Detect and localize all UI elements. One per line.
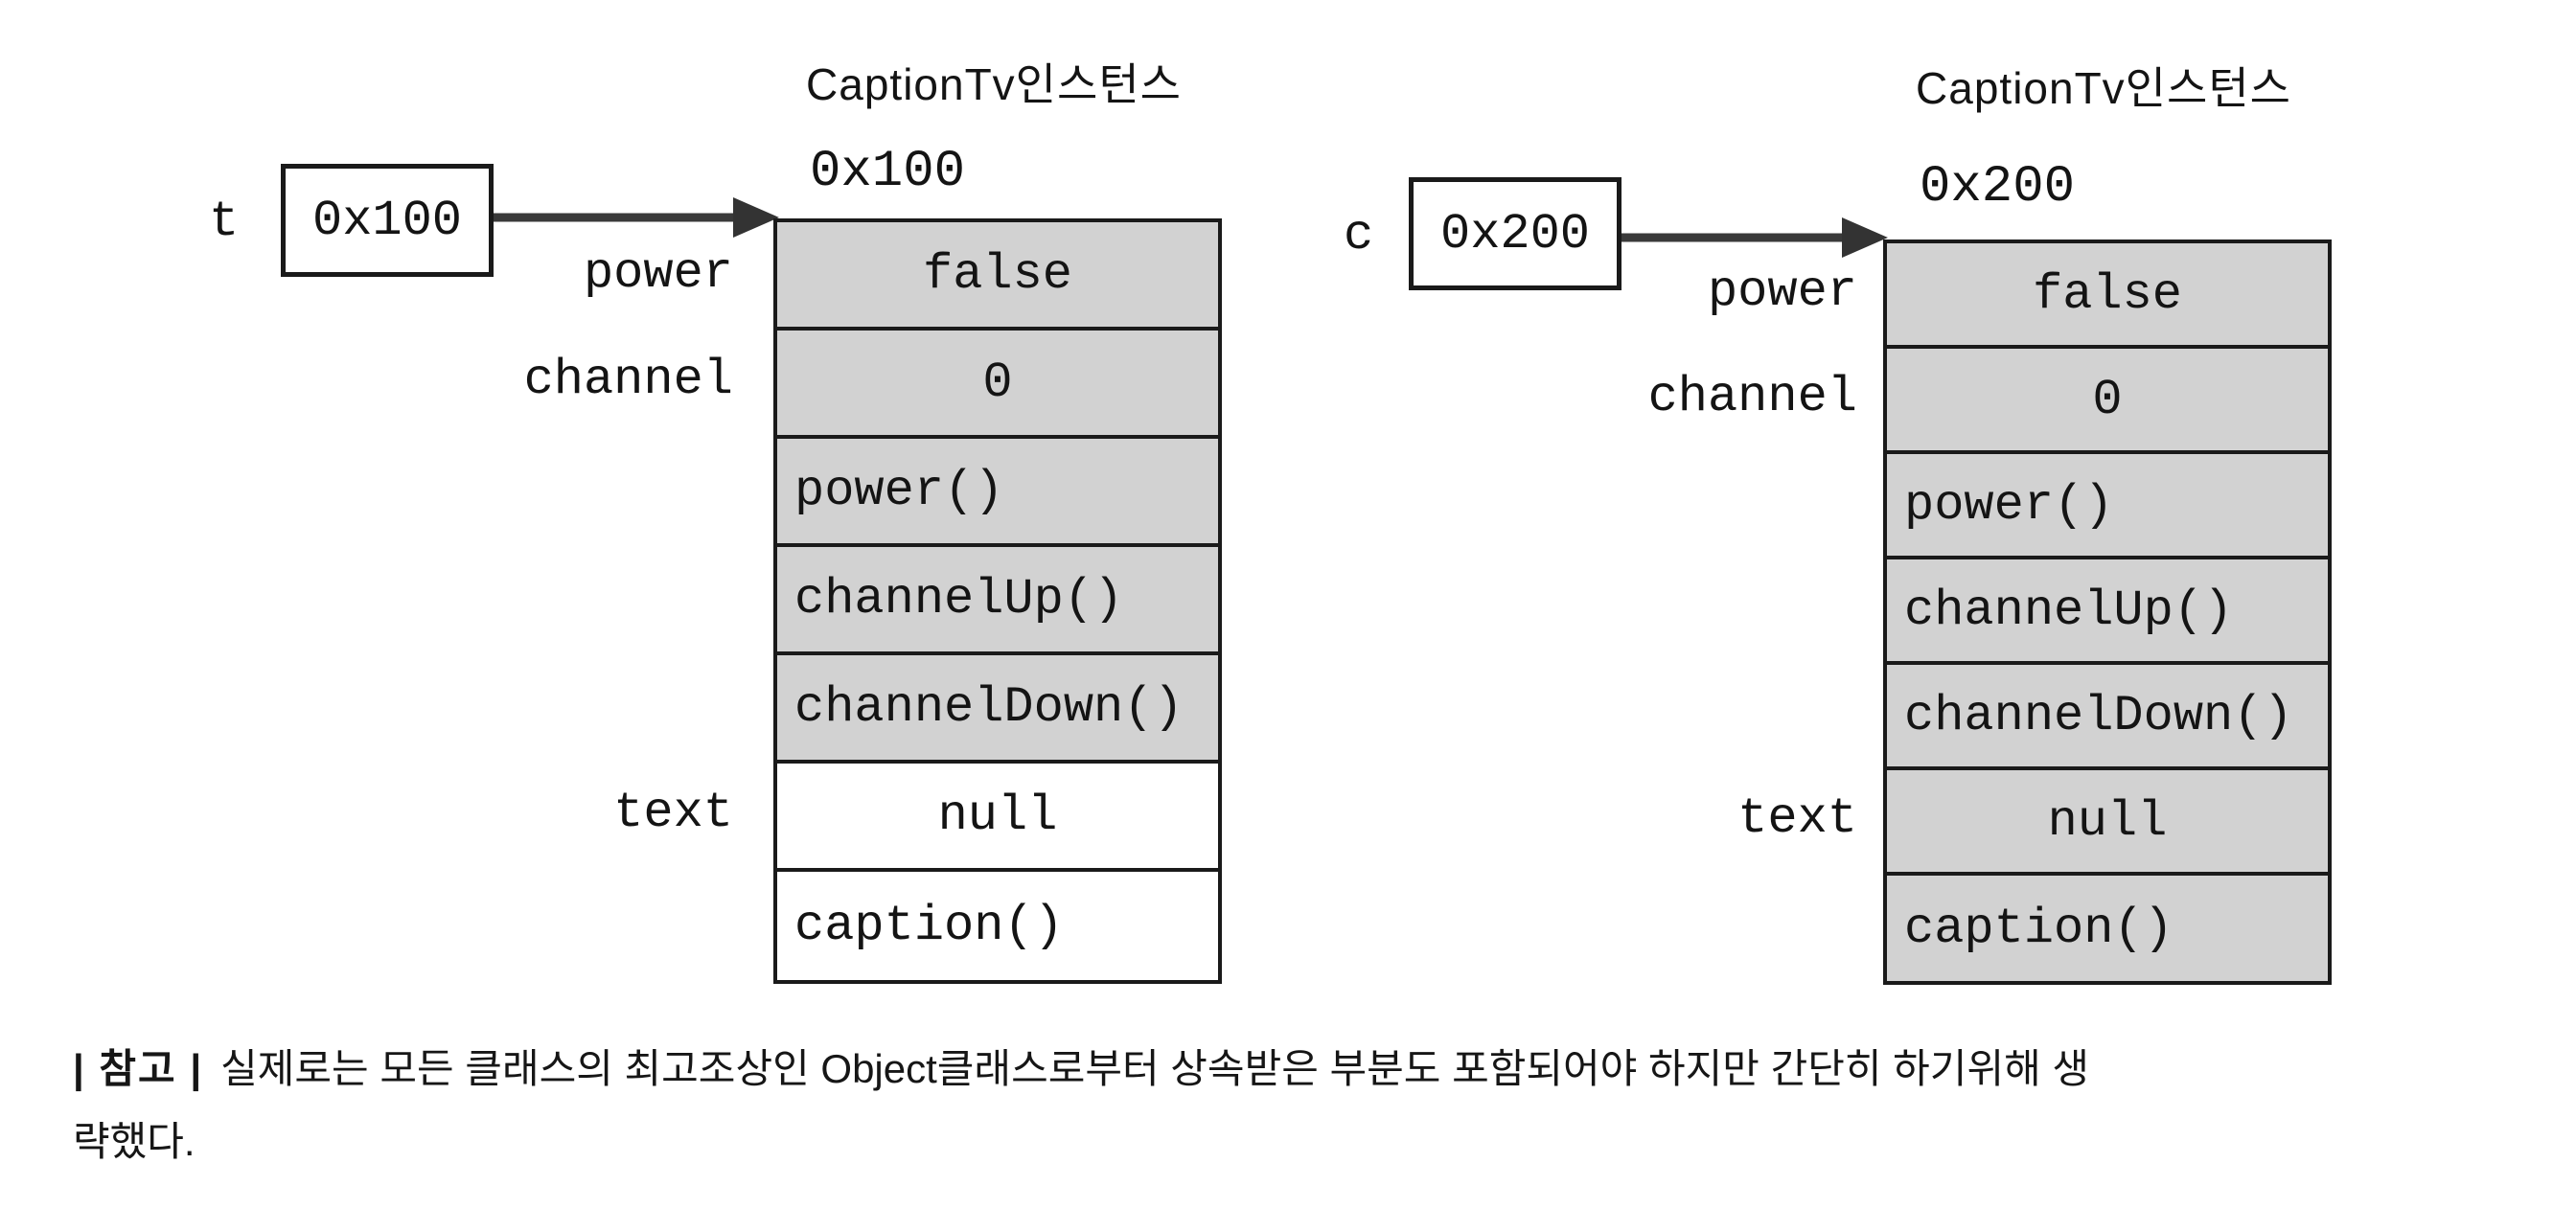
table-row: channelDown(): [1887, 665, 2328, 770]
note: | 참고 | 실제로는 모든 클래스의 최고조상인 Object클래스로부터 상속…: [73, 1033, 2536, 1178]
instance-member-table: false 0 power() channelUp() channelDown(…: [1883, 240, 2332, 985]
table-row: 0: [1887, 349, 2328, 454]
table-row: power(): [777, 439, 1218, 547]
instance-address: 0x200: [1920, 158, 2076, 217]
table-row: null: [1887, 770, 2328, 876]
variable-name-label: c: [1344, 207, 1374, 263]
instance-title: CaptionTv인스턴스: [1916, 63, 2291, 113]
note-text-line2: 략했다.: [73, 1119, 196, 1164]
table-row: channelDown(): [777, 655, 1218, 764]
reference-variable-box: 0x100: [281, 164, 494, 277]
table-row: false: [777, 222, 1218, 331]
reference-variable-box: 0x200: [1409, 177, 1622, 290]
instance-title: CaptionTv인스턴스: [806, 59, 1182, 109]
note-badge: | 참고 |: [73, 1046, 204, 1091]
note-line: | 참고 | 실제로는 모든 클래스의 최고조상인 Object클래스로부터 상속…: [73, 1033, 2536, 1106]
table-row: caption(): [1887, 876, 2328, 981]
instance-member-table: false 0 power() channelUp() channelDown(…: [773, 218, 1222, 984]
field-label-power: power: [1707, 263, 1857, 320]
field-label-text: text: [1737, 790, 1857, 847]
note-text-line1: 실제로는 모든 클래스의 최고조상인 Object클래스로부터 상속받은 부분도…: [220, 1046, 2090, 1091]
pointer-arrow-icon: [1622, 217, 1888, 258]
instance-address: 0x100: [810, 143, 966, 201]
table-row: power(): [1887, 454, 2328, 559]
field-label-text: text: [613, 785, 733, 841]
field-label-channel: channel: [523, 352, 733, 408]
field-label-power: power: [583, 245, 733, 302]
table-row: caption(): [777, 872, 1218, 980]
table-row: null: [777, 764, 1218, 872]
pointer-arrow-icon: [494, 197, 779, 238]
variable-name-label: t: [209, 194, 240, 250]
table-row: false: [1887, 243, 2328, 349]
table-row: channelUp(): [777, 547, 1218, 655]
field-label-channel: channel: [1647, 369, 1857, 425]
table-row: 0: [777, 331, 1218, 439]
table-row: channelUp(): [1887, 559, 2328, 665]
